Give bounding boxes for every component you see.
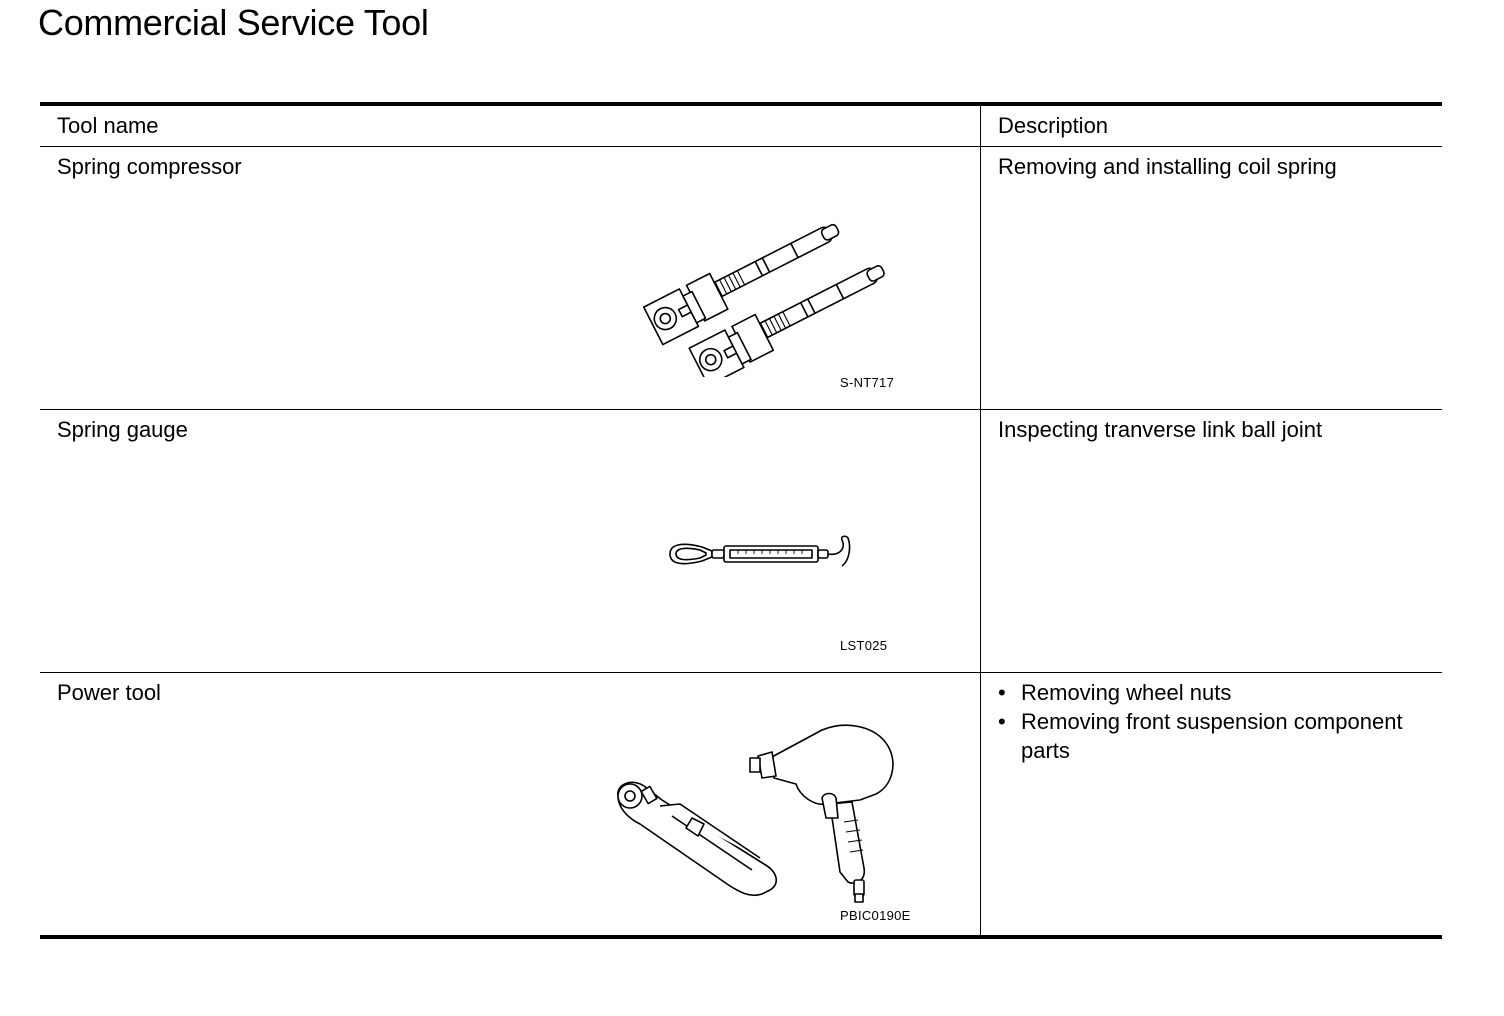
header-divider — [40, 146, 1442, 147]
table-bottom-rule — [40, 935, 1442, 939]
power-tool-illustration — [617, 724, 894, 903]
row-divider — [40, 409, 1442, 410]
tool-name-cell: Power tool — [40, 673, 981, 935]
bullet-icon: • — [998, 709, 1006, 734]
table-top-rule — [40, 102, 1442, 106]
description-bullet-list: • Removing wheel nuts • Removing front sus… — [998, 678, 1428, 765]
row-divider — [40, 672, 1442, 673]
spring-gauge-illustration — [669, 535, 851, 567]
description-cell: Inspecting tranverse link ball joint — [981, 410, 1442, 672]
table-row: Spring gauge — [40, 410, 1442, 672]
header-cell-tool-name: Tool name — [40, 106, 981, 146]
figure-code: S-NT717 — [840, 375, 895, 390]
table-header-row: Tool name Description — [40, 106, 1442, 146]
list-item: • Removing wheel nuts — [998, 678, 1428, 707]
header-description-label: Description — [998, 113, 1109, 138]
bullet-icon: • — [998, 680, 1006, 705]
tool-description: Inspecting tranverse link ball joint — [998, 417, 1323, 442]
list-item: • Removing front suspension component par… — [998, 707, 1428, 765]
tool-name: Spring compressor — [57, 154, 242, 179]
figure-code: PBIC0190E — [840, 908, 911, 923]
header-cell-description: Description — [981, 106, 1442, 146]
tool-name-cell: Spring compressor — [40, 147, 981, 409]
tool-description: Removing wheel nuts — [1021, 680, 1232, 705]
tool-table: Tool name Description Spring compressor — [40, 102, 1442, 939]
page-title: Commercial Service Tool — [38, 2, 429, 43]
table-row: Spring compressor — [40, 147, 1442, 409]
tool-name-cell: Spring gauge — [40, 410, 981, 672]
tool-description: Removing and installing coil spring — [998, 154, 1337, 179]
description-cell: • Removing wheel nuts • Removing front sus… — [981, 673, 1442, 935]
spring-compressor-illustration — [642, 223, 885, 377]
tool-name: Power tool — [57, 680, 161, 705]
tool-name: Spring gauge — [57, 417, 188, 442]
tool-description: Removing front suspension component part… — [1021, 709, 1403, 763]
table-row: Power tool — [40, 673, 1442, 935]
figure-code: LST025 — [840, 638, 888, 653]
header-tool-name-label: Tool name — [57, 113, 159, 138]
description-cell: Removing and installing coil spring — [981, 147, 1442, 409]
